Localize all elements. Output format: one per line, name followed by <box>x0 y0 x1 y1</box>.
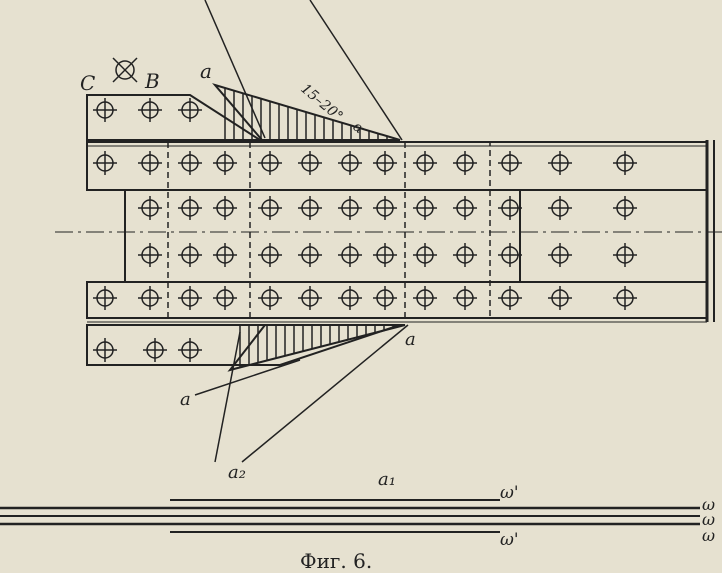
label-w-prime-top: ω' <box>500 483 519 503</box>
rivet-hole <box>143 338 167 362</box>
label-w3: ω <box>702 526 715 545</box>
rivet-hole <box>178 98 202 122</box>
rivet-hole <box>613 286 637 310</box>
rivet-hole <box>498 196 522 220</box>
figure-caption: Фиг. 6. <box>300 549 372 573</box>
rivet-hole <box>453 196 477 220</box>
label-c: C <box>80 71 95 95</box>
rivet-hole <box>338 151 362 175</box>
label-alpha: α <box>349 119 367 138</box>
rivet-hole <box>548 243 572 267</box>
rivet-hole <box>413 151 437 175</box>
rivet-hole <box>413 286 437 310</box>
rivet-hole <box>178 151 202 175</box>
rivet-hole <box>548 196 572 220</box>
rivet-hole <box>413 196 437 220</box>
rivet-hole <box>93 98 117 122</box>
rivet-hole <box>453 243 477 267</box>
rivet-hole <box>138 98 162 122</box>
rivet-hole <box>213 151 237 175</box>
middle-plate <box>124 189 521 283</box>
rivet-hole <box>138 151 162 175</box>
rivet-hole <box>213 286 237 310</box>
rivet-hole <box>498 151 522 175</box>
rivet-hole <box>548 286 572 310</box>
rivet-hole <box>373 196 397 220</box>
rivet-hole <box>373 151 397 175</box>
rivet-hole <box>338 196 362 220</box>
rivet-hole <box>258 196 282 220</box>
rivet-hole <box>138 286 162 310</box>
crossed-rivet-symbol <box>112 57 138 83</box>
bottom-strip <box>86 281 708 319</box>
rivet-hole <box>613 196 637 220</box>
rivet-hole <box>453 286 477 310</box>
rivet-hole <box>138 196 162 220</box>
rivet-hole <box>498 286 522 310</box>
rivet-hole <box>93 151 117 175</box>
label-angle: 15–20° <box>297 81 345 125</box>
rivet-hole <box>613 151 637 175</box>
rivet-hole <box>373 243 397 267</box>
rivet-hole <box>213 243 237 267</box>
rivet-hole <box>93 338 117 362</box>
label-w2: ω <box>702 510 715 529</box>
label-b: B <box>144 69 160 93</box>
rivet-hole <box>413 243 437 267</box>
rivet-hole <box>338 243 362 267</box>
label-a-top: a <box>200 59 212 83</box>
label-a1: a₁ <box>378 469 396 490</box>
top-left-plate <box>86 94 264 141</box>
rivet-hole <box>258 286 282 310</box>
rivet-hole <box>298 286 322 310</box>
rivet-hole <box>298 196 322 220</box>
rivet-hole <box>258 243 282 267</box>
label-a-right: a <box>405 329 416 350</box>
rivet-hole <box>138 243 162 267</box>
cover-plate <box>167 141 491 319</box>
rivet-hole <box>178 196 202 220</box>
rivet-hole <box>613 243 637 267</box>
hatched-area-bottom <box>227 324 406 372</box>
rivet-hole <box>373 286 397 310</box>
label-a2: a₂ <box>228 462 246 483</box>
rivet-hole <box>93 286 117 310</box>
rivet-hole <box>213 196 237 220</box>
rivet-hole <box>498 243 522 267</box>
label-a-left: a <box>180 389 191 410</box>
rivet-hole <box>178 338 202 362</box>
rivet-hole <box>298 151 322 175</box>
rivet-hole <box>178 286 202 310</box>
rivet-hole <box>548 151 572 175</box>
rivet-hole <box>338 286 362 310</box>
rivet-hole <box>258 151 282 175</box>
label-w-prime-bottom: ω' <box>500 530 519 550</box>
rivet-hole <box>453 151 477 175</box>
label-w1: ω <box>702 495 715 514</box>
rivet-hole <box>298 243 322 267</box>
bottom-left-plate <box>86 324 401 366</box>
rivet-hole <box>178 243 202 267</box>
hatched-area-top <box>212 83 401 141</box>
top-strip <box>86 141 708 191</box>
